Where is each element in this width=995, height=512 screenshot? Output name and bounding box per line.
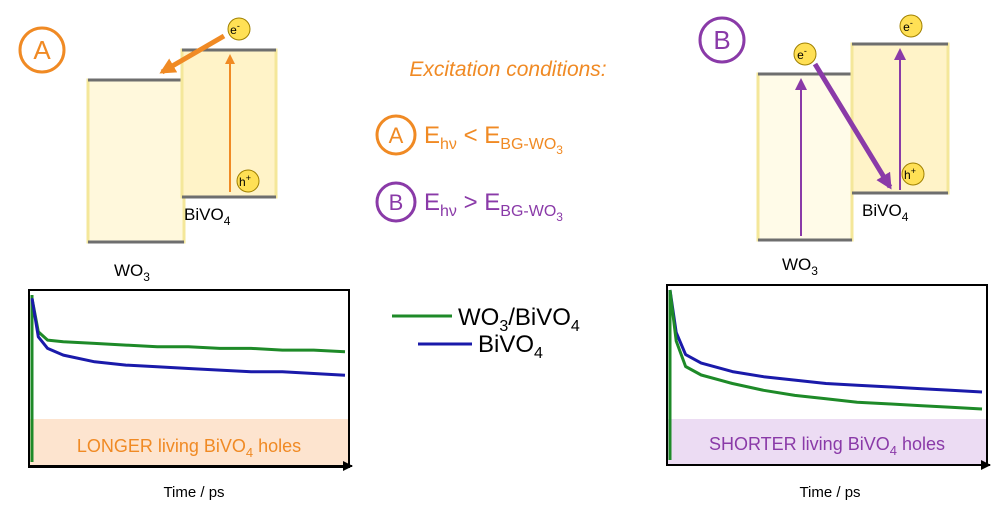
series-line-bivo4-b bbox=[668, 289, 983, 394]
hole-transfer-arrow-b bbox=[812, 62, 893, 190]
time-axis-label-b: Time / ps bbox=[799, 484, 860, 501]
condition-b-badge: B bbox=[389, 190, 404, 215]
hole-b: h+ bbox=[901, 162, 925, 186]
electron-transfer-arrow-a bbox=[159, 33, 226, 75]
kinetics-caption-a: LONGER living BiVO4 holes bbox=[77, 436, 301, 460]
svg-text:e-: e- bbox=[903, 18, 913, 34]
hole-a: h+ bbox=[236, 169, 260, 193]
series-line-wo3-bivo4-a bbox=[30, 298, 346, 354]
panel-b-band-diagram: B e- e- h+ BiVO4 WO3 bbox=[698, 14, 950, 278]
panel-b-badge: B bbox=[698, 16, 746, 64]
legend-label-wo3-bivo4: WO3/BiVO4 bbox=[458, 304, 580, 335]
panel-a-badge-letter: A bbox=[33, 35, 51, 65]
panel-a-badge: A bbox=[18, 26, 66, 74]
condition-a-badge: A bbox=[389, 123, 404, 148]
condition-b-expression: Ehν > EBG-WO3 bbox=[424, 189, 563, 224]
series-line-wo3-bivo4-b bbox=[668, 289, 983, 411]
electron-a: e- bbox=[227, 17, 251, 41]
plot-area-b bbox=[668, 289, 983, 460]
excitation-title: Excitation conditions: bbox=[409, 58, 606, 81]
series-line-bivo4-a bbox=[30, 298, 346, 377]
kinetics-chart-a: LONGER living BiVO4 holes Time / ps bbox=[28, 289, 353, 501]
caption-band-b bbox=[667, 419, 987, 465]
kinetics-chart-b: SHORTER living BiVO4 holes Time / ps bbox=[666, 284, 991, 501]
condition-b: B Ehν > EBG-WO3 bbox=[375, 181, 563, 224]
plot-area-a bbox=[30, 295, 346, 462]
panel-b-badge-letter: B bbox=[713, 25, 730, 55]
time-axis-label-a: Time / ps bbox=[163, 484, 224, 501]
svg-text:e-: e- bbox=[230, 21, 240, 37]
legend-label-bivo4: BiVO4 bbox=[478, 331, 543, 362]
svg-text:h+: h+ bbox=[239, 173, 251, 189]
caption-band-a bbox=[29, 419, 349, 467]
svg-text:h+: h+ bbox=[904, 166, 916, 182]
wo3-label-a: WO3 bbox=[114, 261, 150, 284]
wo3-band-a bbox=[86, 78, 186, 244]
condition-a: A Ehν < EBG-WO3 bbox=[375, 114, 563, 157]
panel-a-band-diagram: A e- h+ BiVO4 WO3 bbox=[18, 17, 278, 284]
svg-text:e-: e- bbox=[797, 46, 807, 62]
wo3-label-b: WO3 bbox=[782, 255, 818, 278]
electron-b-bivo4: e- bbox=[899, 14, 923, 38]
excitation-conditions: Excitation conditions: A Ehν < EBG-WO3 B… bbox=[375, 58, 607, 224]
legend: WO3/BiVO4 BiVO4 bbox=[392, 304, 580, 362]
condition-a-expression: Ehν < EBG-WO3 bbox=[424, 122, 563, 157]
electron-b-wo3: e- bbox=[793, 42, 817, 66]
bivo4-label-b: BiVO4 bbox=[862, 201, 909, 224]
kinetics-caption-b: SHORTER living BiVO4 holes bbox=[709, 434, 945, 458]
bivo4-label-a: BiVO4 bbox=[184, 205, 231, 228]
